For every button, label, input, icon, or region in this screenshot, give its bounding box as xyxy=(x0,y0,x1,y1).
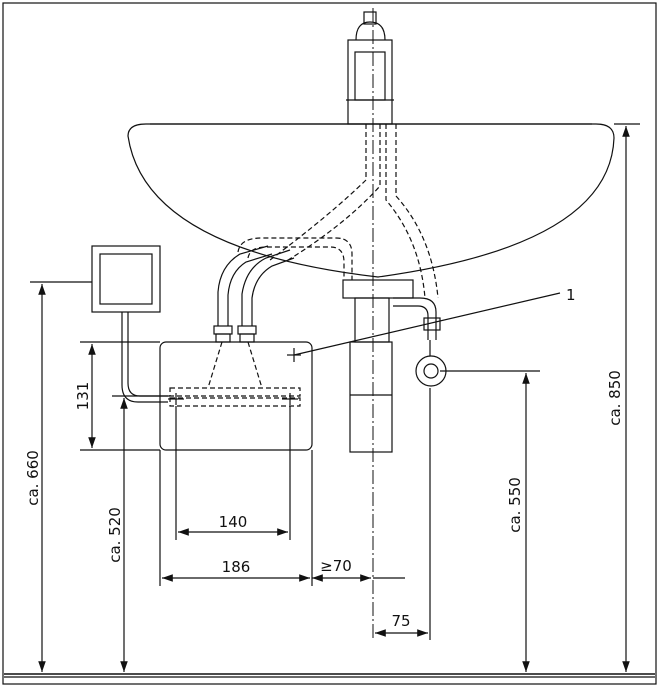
dimension-850-label: ca. 850 xyxy=(606,370,624,426)
dimension-850: ca. 850 xyxy=(606,126,630,672)
dimension-520: ca. 520 xyxy=(106,398,128,672)
water-heater xyxy=(159,341,313,451)
cable xyxy=(121,312,168,403)
callout-1: 1 xyxy=(293,286,576,356)
dimension-520-label: ca. 520 xyxy=(106,507,124,563)
dimension-186: 186 xyxy=(162,558,310,582)
dimension-140: 140 xyxy=(178,513,288,536)
dimension-70-label: ≥70 xyxy=(320,557,352,575)
dimension-660: ca. 660 xyxy=(24,284,46,672)
dimension-660-label: ca. 660 xyxy=(24,450,42,506)
faucet xyxy=(346,11,394,125)
dimension-550-label: ca. 550 xyxy=(506,477,524,533)
callout-1-label: 1 xyxy=(566,286,576,304)
dimension-186-label: 186 xyxy=(222,558,251,576)
dimension-140-label: 140 xyxy=(219,513,248,531)
floor-line xyxy=(4,673,655,678)
dimension-75: 75 xyxy=(375,612,428,637)
control-box xyxy=(91,245,161,313)
hidden-pipes xyxy=(237,124,439,299)
dimension-75-label: 75 xyxy=(391,612,410,630)
washbasin xyxy=(127,123,615,278)
drain-siphon xyxy=(342,279,414,453)
heater-hoses xyxy=(213,245,295,343)
dimension-131-label: 131 xyxy=(74,382,92,411)
dimension-550: ca. 550 xyxy=(506,373,530,672)
dimension-131: 131 xyxy=(74,344,96,448)
dimension-70: ≥70 xyxy=(312,557,405,582)
angle-valve xyxy=(393,297,447,387)
